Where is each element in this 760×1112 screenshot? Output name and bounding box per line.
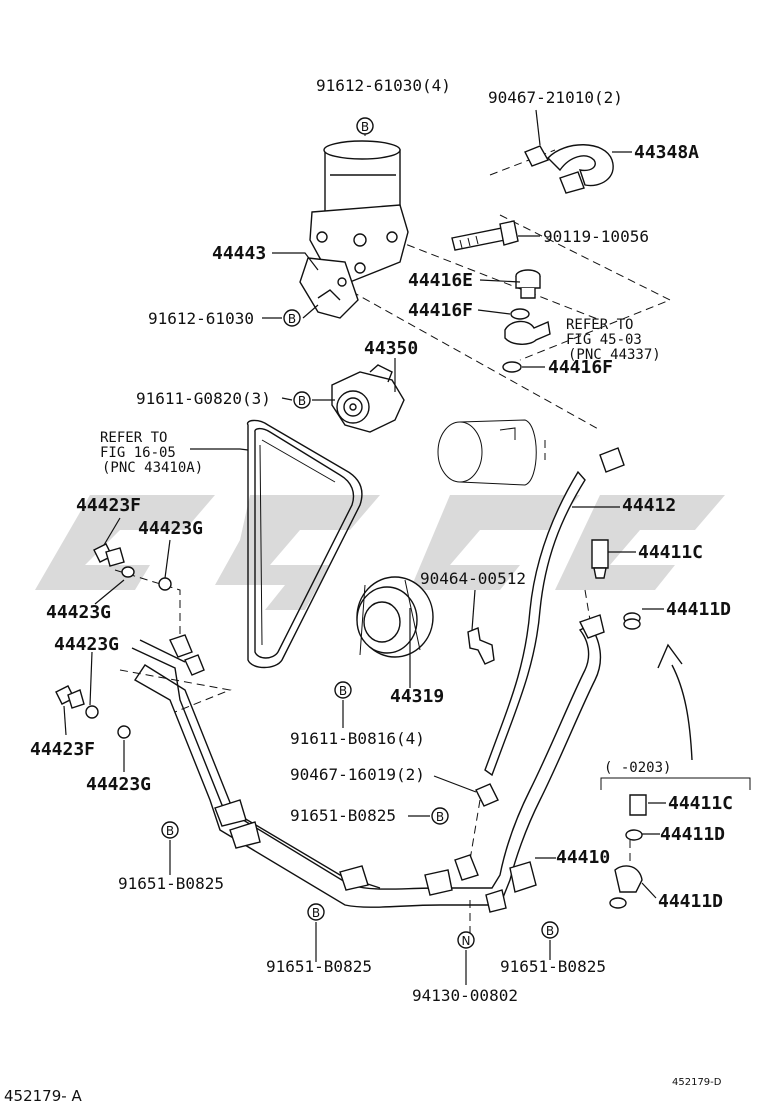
- svg-text:B: B: [436, 810, 444, 824]
- label-44411c-a: 44411C: [638, 542, 703, 563]
- part-labels: 91612-61030(4) 90467-21010(2) 44348A 901…: [30, 76, 733, 1005]
- label-44416e: 44416E: [408, 270, 473, 291]
- hose-44348a: [524, 144, 614, 194]
- label-44411c-b: 44411C: [668, 793, 733, 814]
- label-44416f-b: 44416F: [548, 357, 613, 378]
- label-44423g-a: 44423G: [138, 518, 203, 539]
- pressure-tube-44410: [131, 614, 605, 913]
- label-44319: 44319: [390, 686, 444, 707]
- leader-lines: [63, 109, 666, 985]
- label-91651-b0825-b: 91651-B0825: [118, 874, 224, 893]
- label-91611-b0816-4: 91611-B0816(4): [290, 729, 425, 748]
- b-marker-91611-g0820: B: [293, 391, 311, 409]
- label-91611-g0820-3: 91611-G0820(3): [136, 389, 271, 408]
- label-range-0203: ( -0203): [604, 760, 671, 776]
- label-44423g-c: 44423G: [54, 634, 119, 655]
- svg-text:B: B: [339, 684, 347, 698]
- figure-code-right: 452179-D: [672, 1077, 722, 1088]
- bolt-90119: [451, 220, 519, 251]
- svg-text:B: B: [312, 906, 320, 920]
- svg-text:B: B: [298, 394, 306, 408]
- label-44416f-a: 44416F: [408, 300, 473, 321]
- direction-arrow: [657, 643, 693, 761]
- label-44411d-b: 44411D: [660, 824, 725, 845]
- fittings-44411: [591, 539, 647, 909]
- drive-belt: [246, 419, 363, 669]
- label-91651-b0825-c: 91651-B0825: [266, 957, 372, 976]
- b-marker-91651-a: B: [431, 807, 449, 825]
- label-44443: 44443: [212, 243, 266, 264]
- svg-text:B: B: [288, 312, 296, 326]
- b-marker-91651-left: B: [161, 821, 179, 839]
- label-refer-45-line1: REFER TO: [566, 317, 633, 333]
- label-refer-45-line3: (PNC 44337): [568, 347, 661, 363]
- b-marker-pump-top: B: [356, 117, 374, 135]
- label-refer-16-line1: REFER TO: [100, 430, 167, 446]
- label-90464-00512: 90464-00512: [420, 569, 526, 588]
- union-bolt-44416e: [502, 269, 551, 373]
- label-91651-b0825-a: 91651-B0825: [290, 806, 396, 825]
- power-steering-pump: [299, 140, 409, 319]
- b-marker-91612: B: [283, 309, 301, 327]
- label-44412: 44412: [622, 495, 676, 516]
- reference-markers: B B B B B B B B N: [161, 117, 559, 949]
- label-91651-b0825-d: 91651-B0825: [500, 957, 606, 976]
- idler-pulley-44350: [331, 364, 405, 433]
- label-refer-45-line2: FIG 45-03: [566, 332, 642, 348]
- label-refer-16-line2: FIG 16-05: [100, 445, 176, 461]
- label-44410: 44410: [556, 847, 610, 868]
- svg-text:N: N: [462, 934, 471, 948]
- clamp-90464: [467, 627, 495, 665]
- return-hose-44412: [484, 447, 625, 777]
- label-44348a: 44348A: [634, 142, 699, 163]
- label-44411d-c: 44411D: [658, 891, 723, 912]
- n-marker-94130: N: [457, 931, 475, 949]
- b-marker-91651-right: B: [541, 921, 559, 939]
- svg-text:B: B: [361, 120, 369, 134]
- label-90119-10056: 90119-10056: [543, 227, 649, 246]
- label-90467-16019-2: 90467-16019(2): [290, 765, 425, 784]
- label-91612-61030: 91612-61030: [148, 309, 254, 328]
- compressor-ghost: [437, 419, 537, 486]
- crank-pulley-44319: [356, 576, 434, 658]
- svg-text:B: B: [166, 824, 174, 838]
- label-44423f-a: 44423F: [76, 495, 141, 516]
- figure-code-left: 452179- A: [4, 1087, 82, 1105]
- label-44423g-b: 44423G: [46, 602, 111, 623]
- range-bracket: [600, 777, 751, 790]
- label-44350: 44350: [364, 338, 418, 359]
- label-44423f-b: 44423F: [30, 739, 95, 760]
- label-91612-61030-4: 91612-61030(4): [316, 76, 451, 95]
- label-94130-00802: 94130-00802: [412, 986, 518, 1005]
- b-marker-91611-b0816: B: [334, 681, 352, 699]
- svg-text:B: B: [546, 924, 554, 938]
- label-44423g-d: 44423G: [86, 774, 151, 795]
- clamp-90467-16019: [475, 783, 499, 807]
- b-marker-91651-bottom: B: [307, 903, 325, 921]
- label-refer-16-line3: (PNC 43410A): [102, 460, 203, 476]
- left-bolts-washers: [55, 543, 205, 739]
- label-90467-21010-2: 90467-21010(2): [488, 88, 623, 107]
- label-44411d-a: 44411D: [666, 599, 731, 620]
